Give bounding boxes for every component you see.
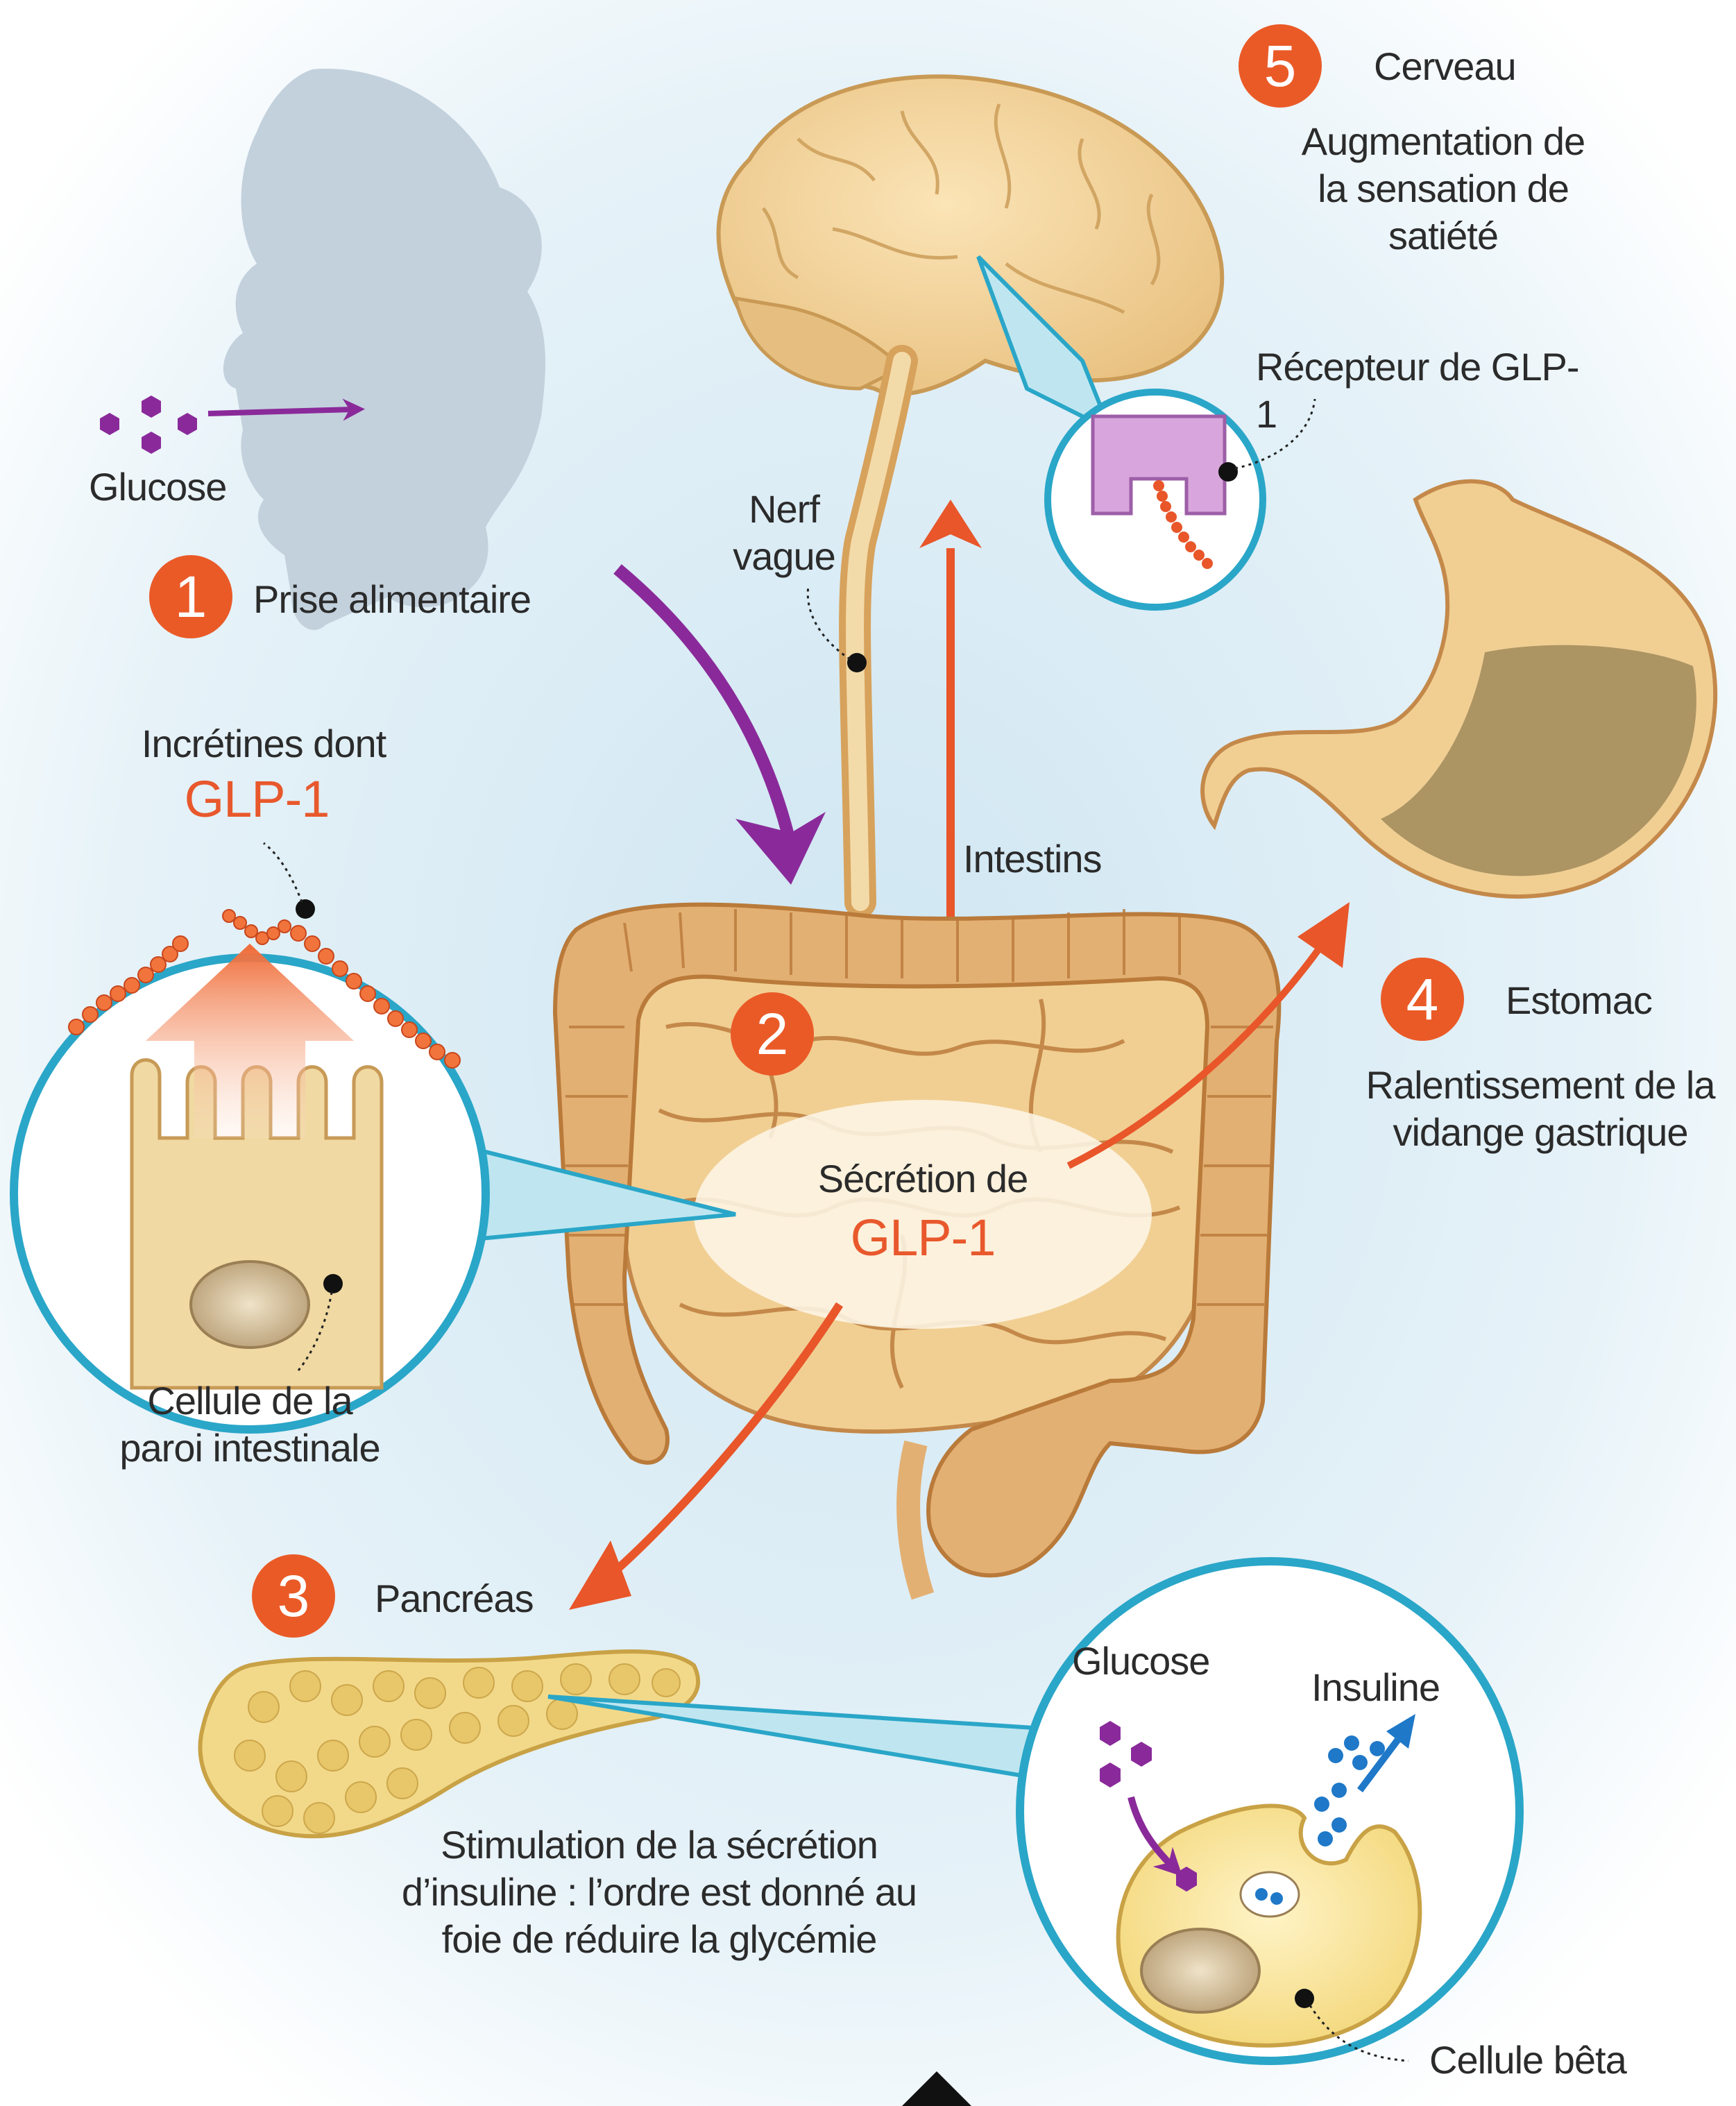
beta-cell-label: Cellule bêta — [1429, 2037, 1693, 2084]
intestines-label: Intestins — [963, 835, 1143, 883]
incretin-pointer-dot — [296, 899, 315, 919]
secretion-glp1-label: GLP-1 — [833, 1209, 1013, 1267]
beta-pointer-dot — [1295, 1989, 1314, 2008]
vagus-nerve-label: Nerf vague — [722, 486, 846, 580]
step-badge-2: 2 — [731, 992, 814, 1076]
glp1-receptor-label: Récepteur de GLP-1 — [1256, 343, 1589, 438]
insulin-label: Insuline — [1311, 1664, 1478, 1711]
receptor-pointer-dot — [1218, 462, 1238, 482]
step-1-label: Prise alimentaire — [253, 576, 614, 623]
insulin-stimulation-label: Stimulation de la sécrétion d’insuline :… — [389, 1821, 930, 1963]
beta-cell-drawing — [1118, 1806, 1420, 2046]
glucose-intake-label: Glucose — [89, 464, 269, 511]
step-badge-1: 1 — [149, 555, 232, 638]
step-3-label: Pancréas — [375, 1575, 583, 1622]
incretins-label: Incrétines dont — [118, 720, 409, 767]
intestinal-cell-label: Cellule de la paroi intestinale — [111, 1377, 389, 1472]
beta-glucose-label: Glucose — [1072, 1638, 1239, 1685]
step-4-label: Estomac — [1506, 977, 1714, 1024]
incretins-glp1-label: GLP-1 — [167, 770, 347, 829]
step-badge-5: 5 — [1239, 24, 1322, 108]
step-4-description: Ralentissement de la vidange gastrique — [1360, 1062, 1721, 1156]
step-5-description: Augmentation de la sensation de satiété — [1284, 118, 1603, 260]
step-5-label: Cerveau — [1374, 43, 1582, 90]
secretion-label: Sécrétion de — [777, 1155, 1069, 1203]
cell-pointer-dot — [323, 1274, 343, 1293]
step-badge-4: 4 — [1381, 958, 1464, 1041]
step-badge-3: 3 — [252, 1554, 335, 1638]
nerve-pointer-dot — [847, 653, 867, 672]
